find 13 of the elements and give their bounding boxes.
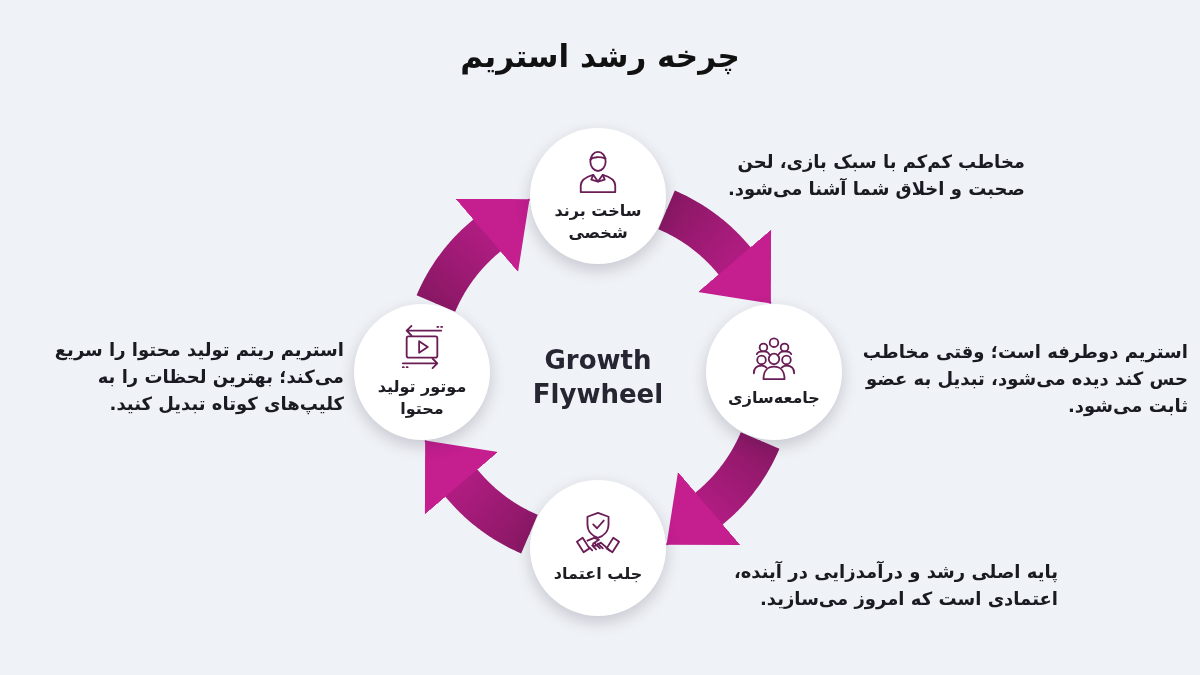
step-label: موتور تولید محتوا <box>376 376 468 420</box>
description-text: مخاطب کم‌کم با سبک بازی، لحن صحبت و اخلاق شما آشنا می‌شود. <box>726 150 1025 202</box>
step-circle <box>354 304 490 440</box>
title: چرخه رشد استریم <box>460 38 740 74</box>
description-text: پایه اصلی رشد و درآمدزایی در آینده، اعتمادی است که امروز می‌سازید. <box>732 560 1058 612</box>
description-text: استریم دوطرفه است؛ وقتی مخاطب حس کند دیده می‌شود، تبدیل به عضو ثابت می‌شود. <box>861 340 1188 419</box>
step-label: ساخت برند شخصی <box>553 200 643 244</box>
step-label: جامعه‌سازی <box>728 387 820 409</box>
center-label: Growth Flywheel <box>531 344 665 411</box>
description-text: استریم ریتم تولید محتوا را سریع می‌کند؛ بهترین لحظات را به کلیپ‌های کوتاه تبدیل کنید. <box>53 338 344 417</box>
step-label: جلب اعتماد <box>553 563 643 585</box>
step-circle <box>706 304 842 440</box>
step-circle <box>530 480 666 616</box>
